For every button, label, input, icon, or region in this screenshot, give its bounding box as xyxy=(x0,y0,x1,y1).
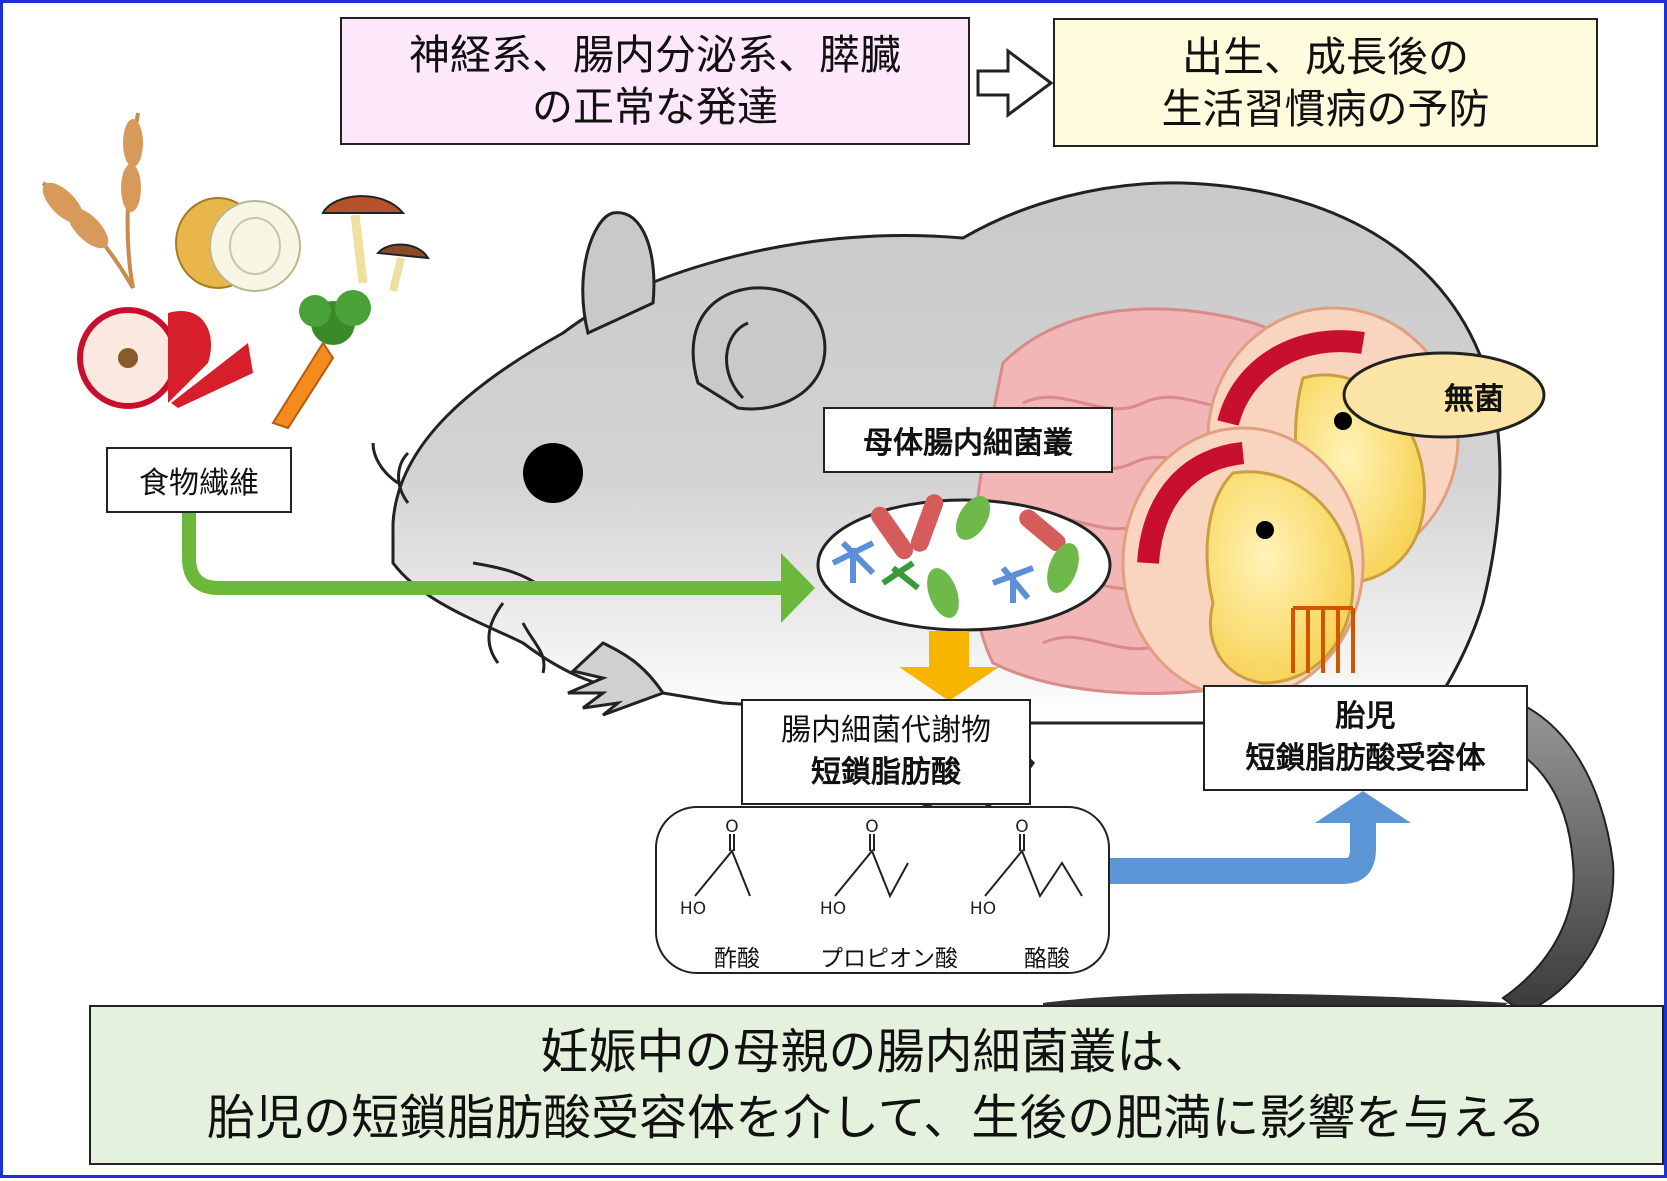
mouse-whiskers xyxy=(371,442,546,674)
butyric-ho: HO xyxy=(970,899,996,919)
propionic-acid-structure xyxy=(834,834,909,899)
maternal-microbiota-text: 母体腸内細菌叢 xyxy=(863,426,1073,461)
mouse-ear-back xyxy=(581,211,656,336)
development-line-2: の正常な発達 xyxy=(532,83,778,131)
germ-free-bubble xyxy=(1342,351,1546,439)
metabolite-arrow xyxy=(929,631,969,669)
dietary-fiber-text: 食物繊維 xyxy=(139,466,259,501)
receptor-icon xyxy=(1291,606,1355,673)
fiber-arrow xyxy=(182,513,783,595)
butyric-o: O xyxy=(1015,817,1028,837)
acetic-acid-label: 酢酸 xyxy=(714,946,760,972)
apple-icon xyxy=(77,307,253,409)
metabolite-box: 腸内細菌代謝物 短鎖脂肪酸 xyxy=(741,699,1031,805)
dietary-fiber-label: 食物繊維 xyxy=(106,447,292,513)
bacteria-icons xyxy=(831,494,1079,618)
wheat-icon xyxy=(41,112,143,289)
top-arrow xyxy=(976,48,1054,118)
mouse-eye xyxy=(523,443,583,503)
mouse-tail-tip xyxy=(1043,993,1508,1007)
carrot-icon xyxy=(271,290,371,430)
scfa-structures-box: O HO O HO O HO 酢酸 プロピオン酸 酪酸 xyxy=(655,806,1110,974)
development-line-1: 神経系、腸内分泌系、膵臓 xyxy=(409,31,901,79)
scfa-structures: O HO O HO O HO xyxy=(680,817,1083,919)
propionic-o: O xyxy=(865,817,878,837)
conclusion-line-1: 妊娠中の母親の腸内細菌叢は、 xyxy=(540,1024,1213,1080)
receptor-arrow xyxy=(1110,823,1376,884)
butyric-acid-label: 酪酸 xyxy=(1024,946,1070,972)
prevention-box: 出生、成長後の 生活習慣病の予防 xyxy=(1053,18,1598,147)
maternal-microbiota-label: 母体腸内細菌叢 xyxy=(823,407,1113,473)
metabolite-line-2: 短鎖脂肪酸 xyxy=(811,755,961,790)
fetal-receptor-box: 胎児 短鎖脂肪酸受容体 xyxy=(1203,685,1528,791)
prevention-line-1: 出生、成長後の xyxy=(1182,32,1469,81)
mouse-front-paw xyxy=(567,641,666,717)
embryo-front xyxy=(1121,426,1365,700)
propionic-ho: HO xyxy=(820,899,846,919)
acetic-acid-structure xyxy=(694,834,751,897)
onion-icon xyxy=(175,197,301,292)
mouse-ear-front xyxy=(691,286,827,411)
conclusion-box: 妊娠中の母親の腸内細菌叢は、 胎児の短鎖脂肪酸受容体を介して、生後の肥満に影響を… xyxy=(89,1005,1664,1165)
conclusion-line-2: 胎児の短鎖脂肪酸受容体を介して、生後の肥満に影響を与える xyxy=(207,1090,1546,1146)
metabolite-line-1: 腸内細菌代謝物 xyxy=(781,713,991,748)
receptor-label: 短鎖脂肪酸受容体 xyxy=(1245,741,1486,776)
fetus-label: 胎児 xyxy=(1335,699,1396,734)
propionic-acid-label: プロピオン酸 xyxy=(820,946,958,972)
mushroom-icon xyxy=(321,195,430,292)
butyric-acid-structure xyxy=(984,834,1083,899)
acetic-o: O xyxy=(725,817,738,837)
germ-free-label: 無菌 xyxy=(1444,382,1504,417)
acetic-ho: HO xyxy=(680,899,706,919)
prevention-line-2: 生活習慣病の予防 xyxy=(1161,84,1490,133)
development-box: 神経系、腸内分泌系、膵臓 の正常な発達 xyxy=(340,17,970,145)
